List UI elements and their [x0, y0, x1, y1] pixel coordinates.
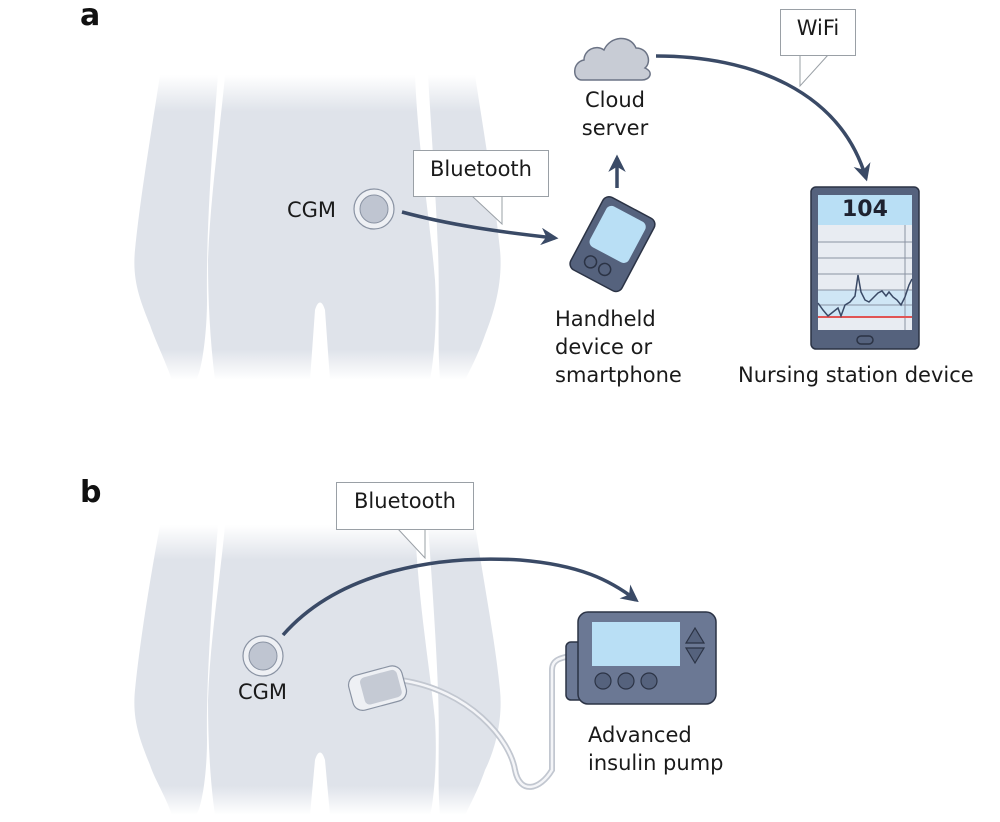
- pump-label-line2: insulin pump: [588, 751, 724, 775]
- glucose-trace: [817, 274, 913, 319]
- wifi-callout: WiFi: [780, 9, 856, 56]
- bluetooth-callout-tail-a: [471, 195, 503, 226]
- cloud-label-line2: server: [581, 116, 649, 140]
- infusion-site-icon: [347, 665, 408, 711]
- cloud-server-label: Cloud server: [575, 86, 655, 142]
- cgm-label-a: CGM: [287, 198, 337, 222]
- bluetooth-callout-a: Bluetooth: [413, 150, 549, 197]
- panel-letter-a: a: [80, 0, 101, 33]
- handheld-label: Handheld device or smartphone: [555, 305, 682, 389]
- cgm-sensor-icon-b: [242, 635, 284, 677]
- body-silhouette-b: [134, 525, 501, 815]
- bluetooth-callout-b: Bluetooth: [336, 482, 474, 530]
- cgm-sensor-icon-a: [353, 188, 395, 230]
- bluetooth-arrow-b: [281, 557, 639, 637]
- cgm-label-b: CGM: [238, 680, 288, 704]
- pump-label-line1: Advanced: [588, 723, 692, 747]
- tablet-icon: [810, 186, 920, 350]
- panel-letter-b: b: [80, 475, 102, 510]
- bluetooth-arrow-a: [401, 210, 559, 246]
- handheld-label-line1: Handheld: [555, 307, 656, 331]
- nursing-station-label: Nursing station device: [738, 363, 974, 387]
- insulin-pump-icon: [565, 611, 717, 705]
- insulin-pump-label: Advanced insulin pump: [588, 721, 723, 777]
- cloud-label-line1: Cloud: [585, 88, 645, 112]
- cloud-icon: [574, 37, 651, 81]
- glucose-reading: 104: [842, 197, 888, 222]
- wifi-callout-tail: [799, 54, 829, 88]
- wifi-arrow: [655, 54, 871, 182]
- handheld-label-line3: smartphone: [555, 363, 682, 387]
- handheld-device-icon: [569, 196, 656, 293]
- body-silhouette-a: [134, 75, 501, 380]
- bluetooth-callout-tail-b: [397, 528, 426, 560]
- handheld-label-line2: device or: [555, 335, 653, 359]
